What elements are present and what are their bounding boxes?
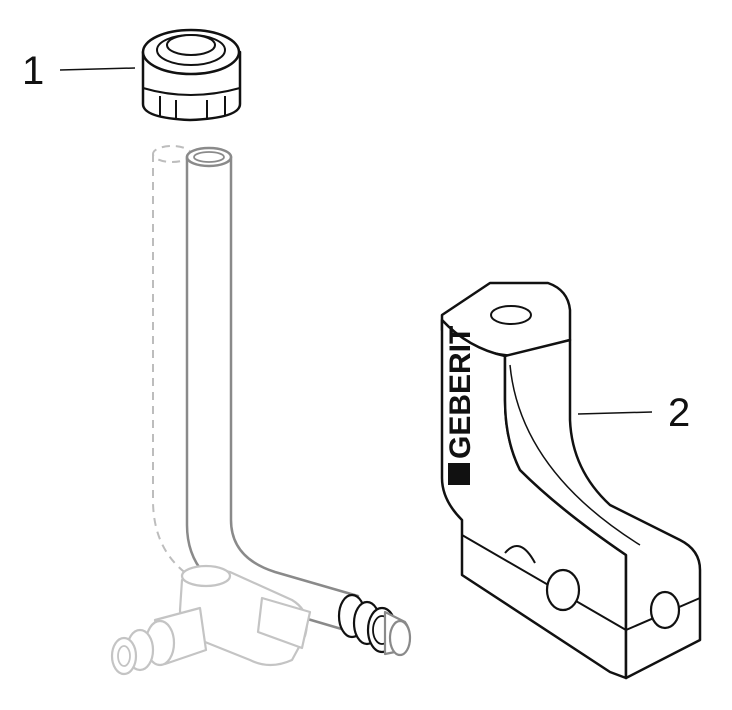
compression-ring <box>141 28 242 122</box>
brand-mark: GEBERIT <box>444 326 477 485</box>
phantom-t-fitting <box>110 564 312 676</box>
callout-1: 1 <box>22 49 44 93</box>
pipe-bend <box>185 146 360 632</box>
brand-square-icon <box>448 463 470 485</box>
sound-insulation-block <box>440 281 702 680</box>
brand-text: GEBERIT <box>444 326 477 459</box>
pipe-end-fitting <box>337 593 412 657</box>
callout-2: 2 <box>668 391 690 435</box>
leader-line-1 <box>59 67 136 71</box>
leader-line-2 <box>577 411 653 415</box>
